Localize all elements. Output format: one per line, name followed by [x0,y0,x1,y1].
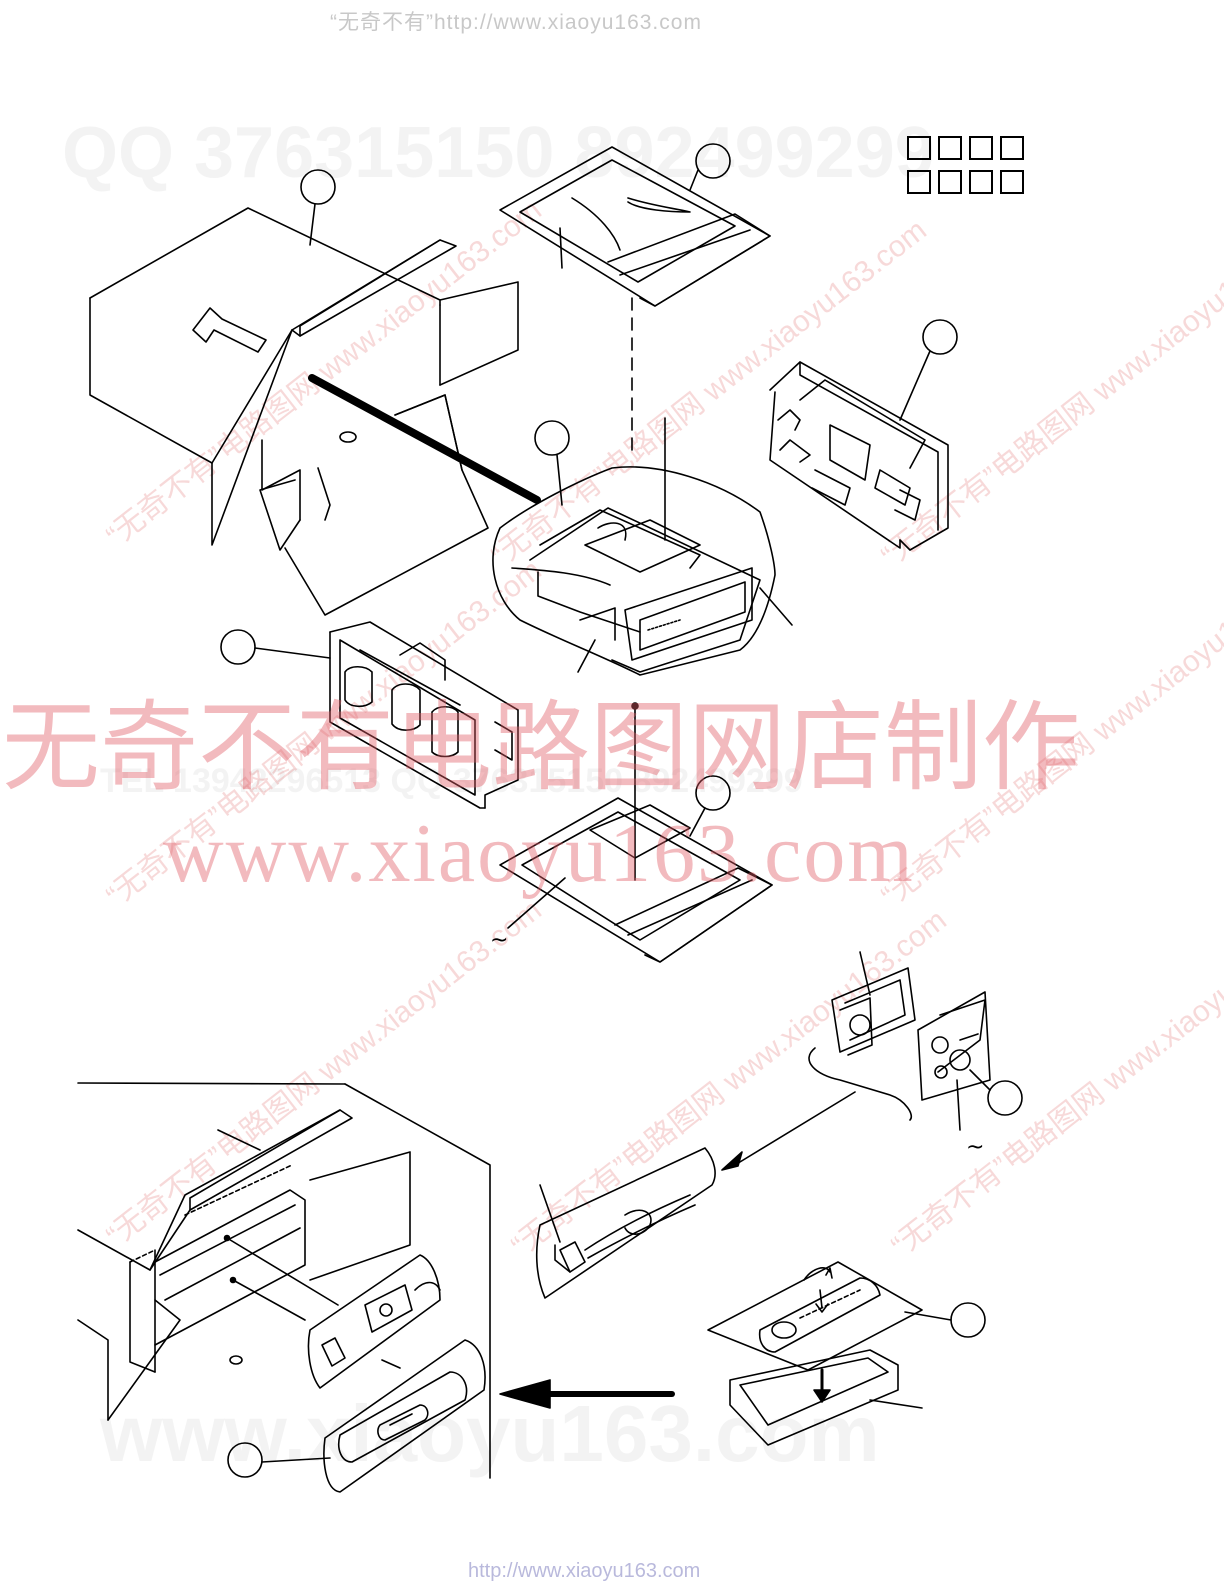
header-url[interactable]: “无奇不有”http://www.xiaoyu163.com [330,11,702,34]
tilde-mark-hardware: ~ [966,1135,985,1160]
callout-circle-bag-bottom [695,775,731,811]
panel-and-case [707,1261,923,1446]
grid-box [938,136,962,160]
thick-leader-line [308,374,541,504]
assembled-packing-box [77,1082,491,1493]
grid-box [1000,170,1024,194]
checkbox-grid [907,136,1024,194]
hardware-bags [808,951,991,1131]
main-unit-in-bag [492,417,793,676]
callout-circle-foam-left [220,629,256,665]
document-bag-bottom [499,797,773,963]
footer-url[interactable]: http://www.xiaoyu163.com [468,1560,701,1582]
tilde-mark-docs: ~ [490,928,509,953]
wire-harness-bag [535,1147,716,1299]
grid-box [969,136,993,160]
document-bag-top [499,146,771,307]
callout-circle-panel [950,1302,986,1338]
arrowhead-hardware [721,1151,743,1171]
grid-box [907,136,931,160]
carton-box [89,207,519,616]
callout-circle-front-panel [227,1442,263,1478]
foam-cushion-left [329,621,519,809]
watermark-qq-line: QQ 376315150 892499299 [62,113,935,193]
callout-circle-docs [695,143,731,179]
callout-circle-box [300,169,336,205]
callout-circle-foam-right [922,319,958,355]
callout-circle-hardware [987,1080,1023,1116]
leader-hardware-to-harness [734,1091,856,1166]
watermark-url-big: www.xiaoyu163.com [163,807,915,900]
grid-box [907,170,931,194]
foam-cushion-right [769,361,949,551]
grid-box [1000,136,1024,160]
big-assembly-arrow [499,1379,675,1409]
watermark-cn-big: 无奇不有电路图网店制作 [2,691,1081,805]
grid-box [969,170,993,194]
callout-circle-unit [534,420,570,456]
grid-box [938,170,962,194]
